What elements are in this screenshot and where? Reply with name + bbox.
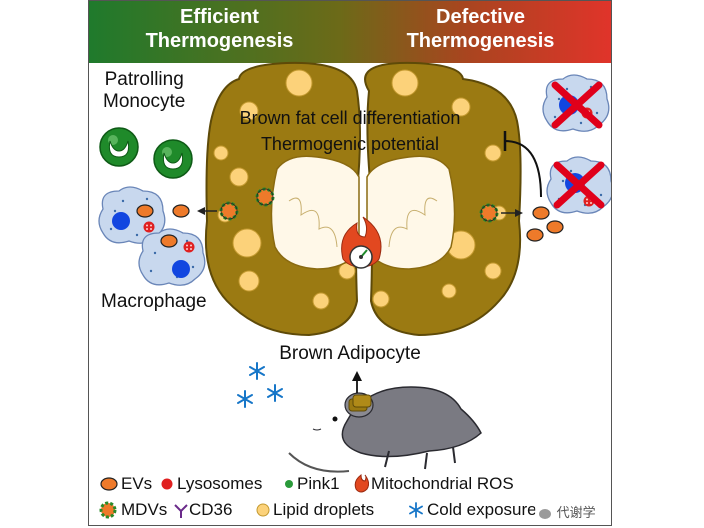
- macrophage-1: [98, 186, 166, 244]
- ev-right-1: [532, 206, 550, 220]
- figure-frame: Efficient Thermogenesis Defective Thermo…: [88, 0, 612, 526]
- macrophage-2: [138, 228, 206, 286]
- mouse-illustration: [288, 386, 482, 473]
- patrolling-monocyte-label: Patrolling Monocyte: [103, 69, 186, 112]
- wechat-icon: [539, 508, 551, 519]
- lipid-droplets: [213, 69, 507, 310]
- brown-adipocyte-label: Brown Adipocyte: [279, 343, 421, 364]
- watermark: 代谢学人: [535, 501, 611, 525]
- snowflake-legend-icon: [409, 502, 423, 518]
- legend-mitochondrial-ros: Mitochondrial ROS: [371, 474, 514, 493]
- efficient-thermogenesis-title: Efficient Thermogenesis: [145, 6, 294, 52]
- legend-lipid-droplets: Lipid droplets: [273, 500, 375, 519]
- macrophage-defective-1: [542, 74, 610, 132]
- header-banner: Efficient Thermogenesis Defective Thermo…: [89, 1, 611, 63]
- mitochondrion-right: [366, 155, 456, 270]
- defective-thermogenesis-title: Defective Thermogenesis: [406, 6, 555, 52]
- ev-left: [172, 204, 190, 218]
- legend-row-2: MDVs CD36 Lipid droplets Cold exposure: [89, 497, 611, 525]
- ev-legend-icon: [100, 477, 118, 491]
- flame-legend-icon: [354, 473, 369, 493]
- mitochondrion-left: [270, 155, 360, 270]
- mdv-right: [479, 203, 499, 223]
- legend-mdvs: MDVs: [121, 500, 168, 519]
- mdv-legend-icon: [99, 501, 117, 519]
- macrophage-label: Macrophage: [101, 291, 207, 312]
- ev-right-3: [546, 220, 564, 234]
- snowflake-icon-3: [267, 384, 283, 402]
- lysosome-legend-icon: [161, 478, 173, 490]
- pink1-legend-icon: [285, 480, 293, 488]
- snowflake-icon-1: [249, 362, 265, 380]
- watermark-text: 代谢学人: [539, 505, 596, 525]
- legend-cd36: CD36: [189, 500, 233, 519]
- mdv-left-inside: [255, 187, 275, 207]
- legend-pink1: Pink1: [297, 474, 340, 493]
- cd36-legend-icon: [174, 504, 188, 518]
- legend-evs: EVs: [121, 474, 153, 493]
- lipid-droplet-legend-icon: [256, 503, 270, 517]
- legend-lysosomes: Lysosomes: [177, 474, 263, 493]
- snowflake-icon-2: [237, 390, 253, 408]
- diagram-artwork: [98, 61, 611, 473]
- legend-row-1: EVs Lysosomes Pink1 Mitochondrial ROS: [89, 471, 611, 499]
- brown-fat-differentiation-label: Brown fat cell differentiation: [239, 108, 461, 128]
- thermogenesis-flame-icon: [341, 216, 382, 269]
- inhibition-arrow: [504, 140, 542, 198]
- thermogenic-potential-label: Thermogenic potential: [260, 134, 440, 154]
- macrophage-defective-2: [546, 156, 611, 214]
- ev-right-2: [526, 228, 544, 242]
- legend-cold-exposure: Cold exposure: [427, 500, 537, 519]
- mdv-left-released: [219, 201, 239, 221]
